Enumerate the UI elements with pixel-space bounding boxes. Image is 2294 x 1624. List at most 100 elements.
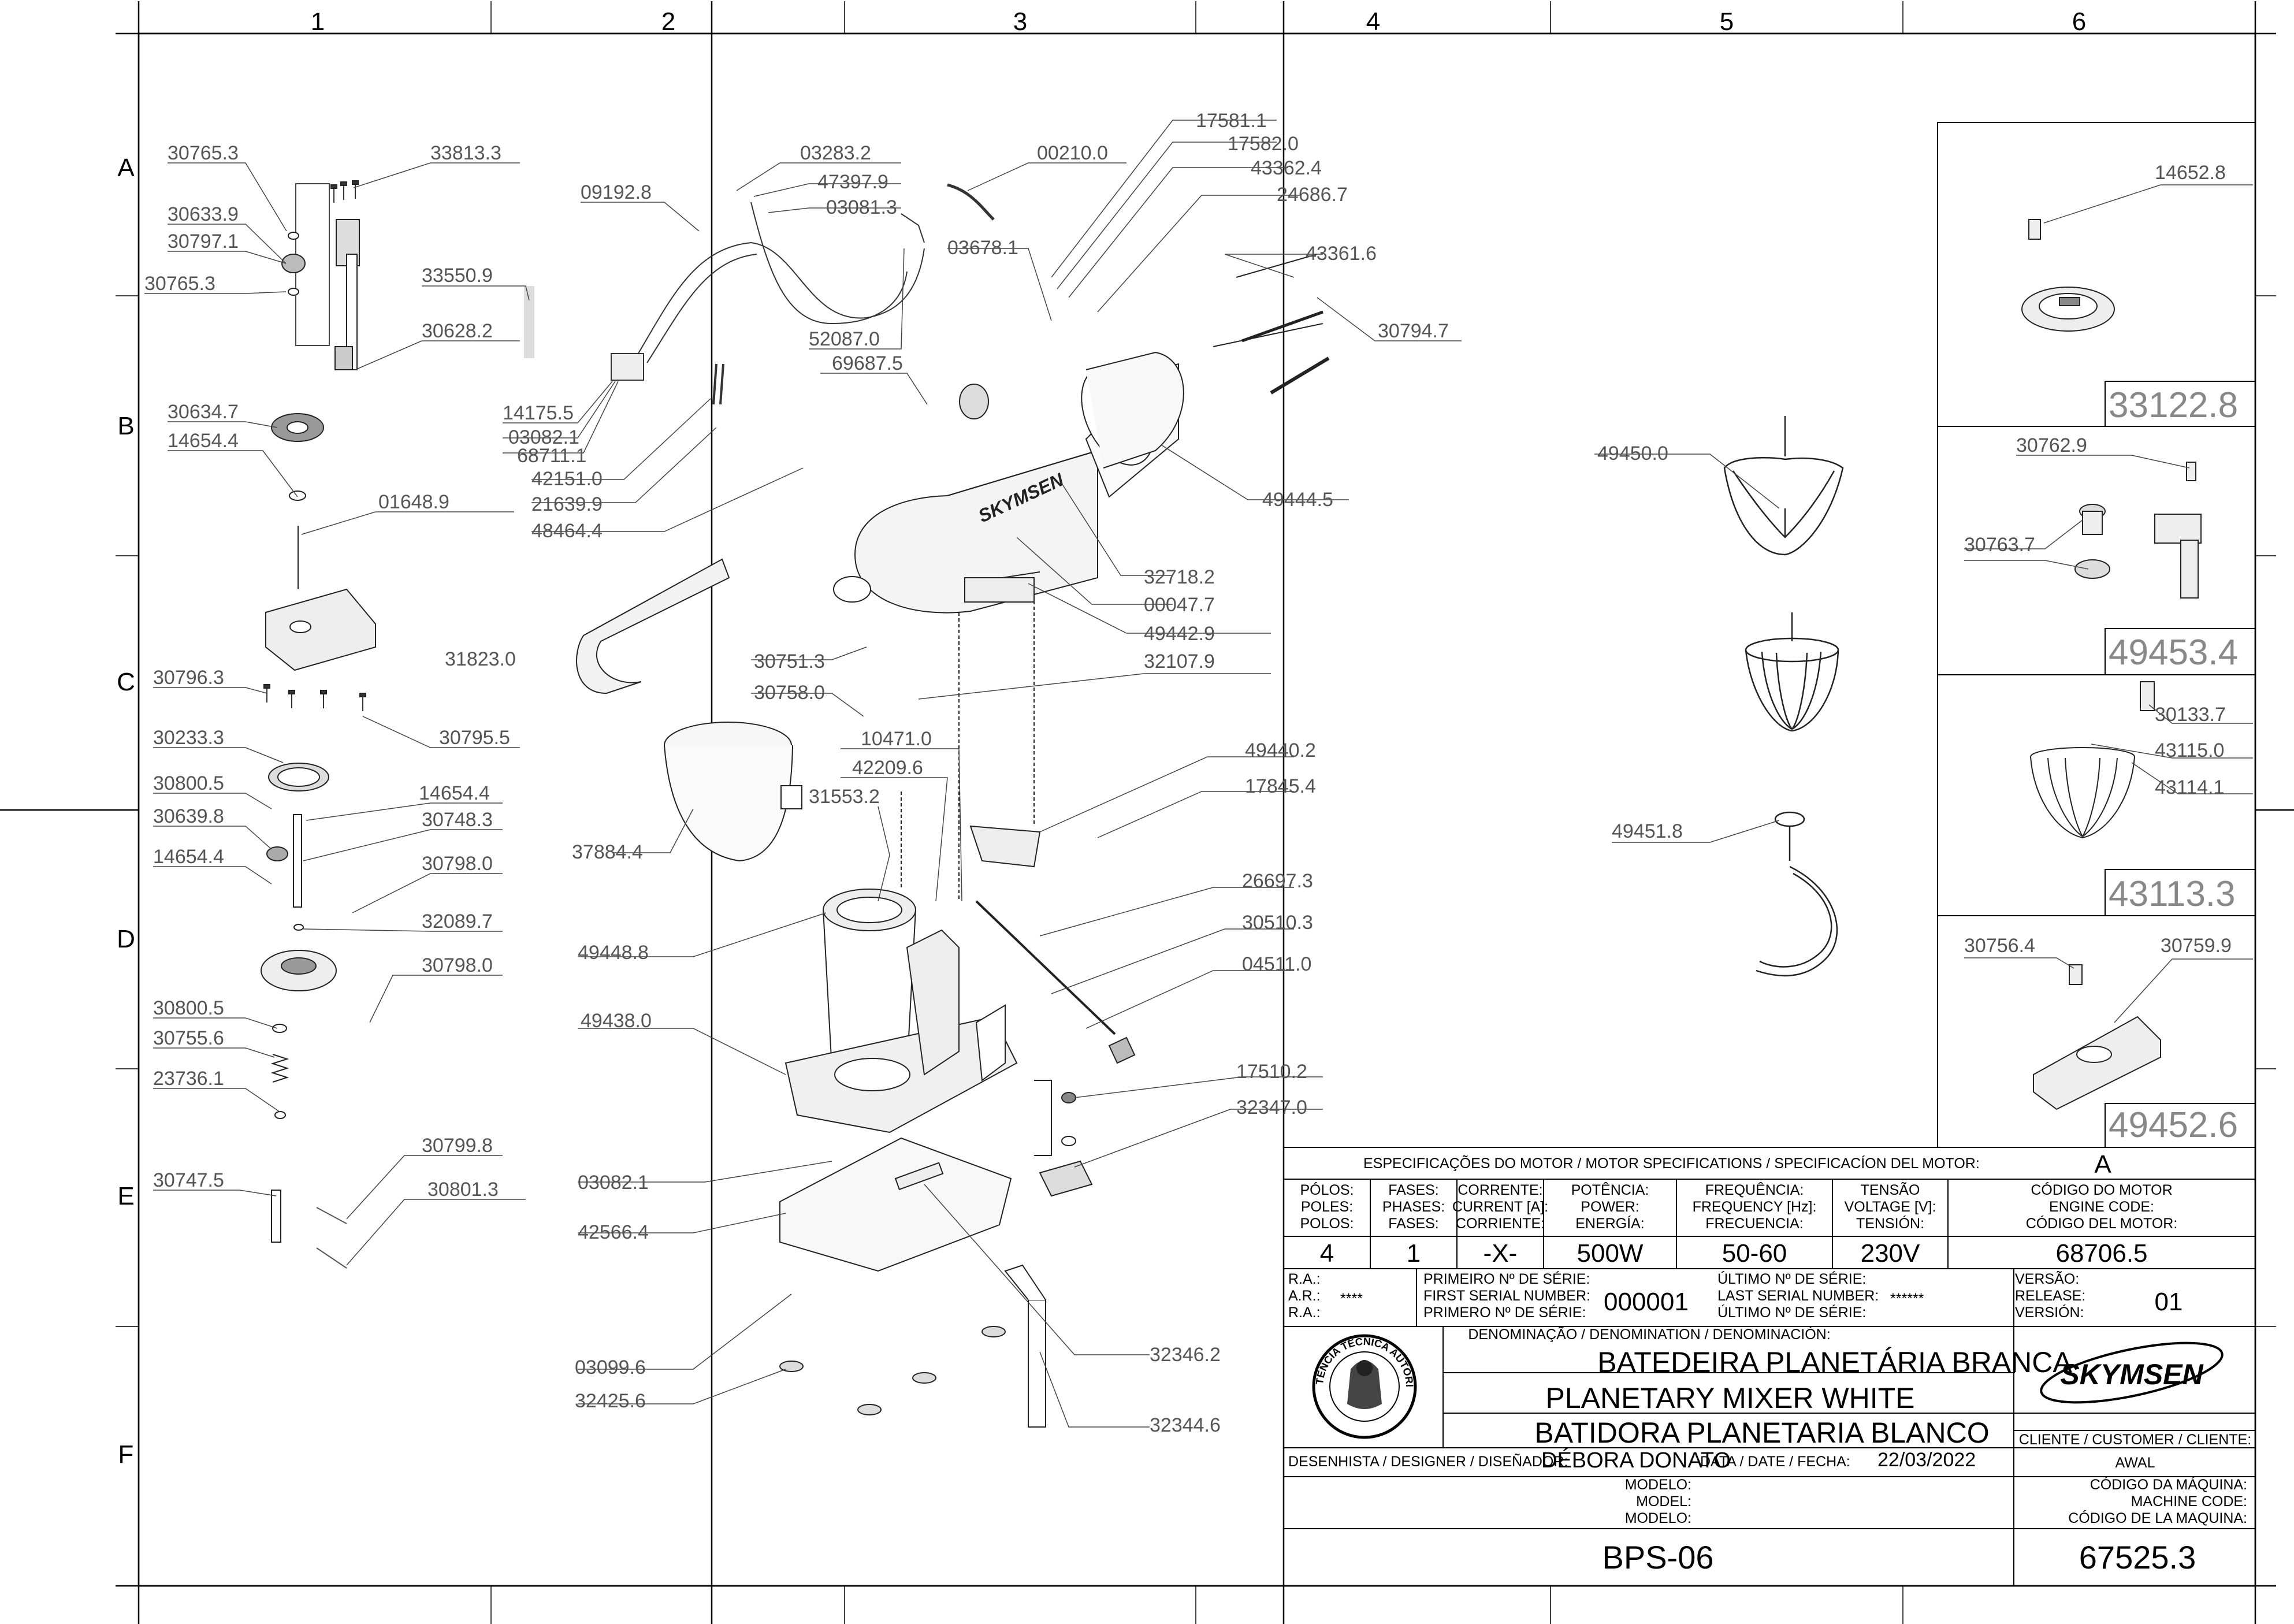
part-label: 43361.6 [1306, 243, 1377, 265]
version-label: VERSIÓN: [2015, 1304, 2084, 1321]
part-label: 31823.0 [445, 648, 516, 670]
part-label: 30800.5 [153, 997, 224, 1019]
part-label: 30747.5 [153, 1169, 224, 1191]
part-label: 30133.7 [2155, 704, 2226, 726]
engine-code-header: CÓDIGO DO MOTOR [2031, 1181, 2172, 1198]
part-label: 49444.5 [1262, 489, 1333, 511]
part-label: 14654.4 [153, 846, 224, 868]
ra-label: R.A.: [1288, 1305, 1321, 1321]
part-label: 17510.2 [1236, 1061, 1307, 1083]
designer-value: DÉBORA DONATO [1541, 1448, 1731, 1473]
part-label: 30799.8 [422, 1135, 493, 1157]
part-label: 14175.5 [503, 402, 574, 424]
part-label: 30765.3 [168, 142, 239, 164]
inset-codes: 33122.8 49453.4 43113.3 49452.6 [2109, 385, 2238, 1145]
current-header: CURRENT [A]: [1452, 1199, 1548, 1215]
part-label: 49450.0 [1597, 443, 1668, 464]
part-label: 03081.3 [826, 196, 897, 218]
name-es: BATIDORA PLANETARIA BLANCO [1534, 1417, 1989, 1449]
part-label: 24686.7 [1277, 184, 1348, 206]
part-label: 30763.7 [1964, 534, 2035, 556]
version-value: 01 [2155, 1288, 2183, 1316]
voltage-header: TENSÃO [1861, 1181, 1920, 1198]
poles-header: POLOS: [1300, 1216, 1354, 1232]
grid-col-4: 4 [1366, 8, 1380, 36]
grid-row-a: A [117, 154, 135, 182]
first-serial-label: PRIMEIRO Nº DE SÉRIE: [1423, 1270, 1590, 1287]
date-label: DATA / DATE / FECHA: [1700, 1454, 1850, 1470]
part-label: 42209.6 [852, 757, 923, 779]
grid-row-c: C [117, 668, 135, 696]
engine-code-header: CÓDIGO DEL MOTOR: [2026, 1215, 2178, 1232]
part-label: 37884.4 [572, 841, 643, 863]
last-serial-label: ÚLTIMO Nº DE SÉRIE: [1717, 1270, 1866, 1287]
grid-col-2: 2 [661, 8, 675, 36]
inset-code-2: 49453.4 [2109, 633, 2238, 672]
part-label: 30751.3 [754, 651, 825, 672]
part-label: 30628.2 [422, 320, 493, 342]
part-label: 43362.4 [1251, 157, 1322, 179]
first-serial-label: PRIMERO Nº DE SÉRIE: [1423, 1304, 1586, 1321]
part-label: 32107.9 [1144, 651, 1215, 672]
machine-code-label: MACHINE CODE: [2131, 1493, 2247, 1510]
part-label: 30755.6 [153, 1027, 224, 1049]
part-label: 14654.4 [168, 430, 239, 452]
part-label: 30797.1 [168, 231, 239, 252]
part-label: 03082.1 [508, 426, 579, 448]
part-label: 33550.9 [422, 265, 493, 287]
leader-lines [144, 120, 2253, 1427]
designer-label: DESENHISTA / DESIGNER / DISEÑADOR: [1288, 1453, 1568, 1470]
denomination-label: DENOMINAÇÃO / DENOMINATION / DENOMINACIÓ… [1468, 1326, 1830, 1343]
part-labels: 30765.3 33813.3 30633.9 30797.1 30765.3 … [144, 110, 2232, 1436]
part-label: 30762.9 [2016, 434, 2087, 456]
machine-code-label: CÓDIGO DA MÁQUINA: [2090, 1476, 2247, 1493]
motor-spec-label: ESPECIFICAÇÕES DO MOTOR / MOTOR SPECIFIC… [1363, 1155, 1980, 1172]
model-label: MODEL: [1636, 1493, 1691, 1510]
version-label: VERSÃO: [2015, 1270, 2079, 1287]
power-header: ENERGÍA: [1575, 1215, 1644, 1232]
skymsen-logo: SKYMSEN [2036, 1331, 2227, 1415]
ra-label: R.A.: [1288, 1271, 1321, 1287]
part-label: 03082.1 [578, 1172, 649, 1194]
part-label: 30633.9 [168, 203, 239, 225]
customer-label: CLIENTE / CUSTOMER / CLIENTE: [2019, 1432, 2251, 1448]
frequency-header: FRECUENCIA: [1705, 1216, 1803, 1232]
part-label: 32089.7 [422, 911, 493, 932]
part-label: 30748.3 [422, 809, 493, 831]
part-label: 30801.3 [427, 1179, 499, 1201]
part-label: 48464.4 [531, 520, 603, 542]
part-label: 03283.2 [800, 142, 871, 164]
part-label: 42566.4 [578, 1221, 649, 1243]
first-serial-label: FIRST SERIAL NUMBER: [1423, 1288, 1590, 1304]
voltage-header: VOLTAGE [V]: [1845, 1199, 1936, 1215]
frequency-header: FREQUENCY [Hz]: [1693, 1199, 1817, 1215]
inset-drawings [2022, 220, 2201, 1109]
power-header: POTÊNCIA: [1571, 1181, 1649, 1198]
part-label: 30634.7 [168, 401, 239, 423]
part-label: 32718.2 [1144, 566, 1215, 588]
part-label: 30794.7 [1378, 320, 1449, 342]
part-label: 00047.7 [1144, 594, 1215, 616]
ra-label: A.R.: [1288, 1288, 1321, 1304]
bowl-and-base [577, 559, 1135, 1427]
power-header: POWER: [1581, 1199, 1639, 1215]
grid-col-5: 5 [1720, 8, 1734, 36]
grid-col-3: 3 [1013, 8, 1027, 36]
part-label: 14654.4 [419, 782, 490, 804]
part-label: 17582.0 [1228, 133, 1299, 155]
part-label: 43115.0 [2155, 739, 2224, 761]
first-serial-value: 000001 [1604, 1288, 1689, 1316]
part-label: 17581.1 [1196, 110, 1267, 132]
motor-spec-value: A [2094, 1150, 2111, 1179]
part-label: 03678.1 [947, 237, 1018, 259]
name-en: PLANETARY MIXER WHITE [1545, 1382, 1914, 1414]
part-label: 52087.0 [809, 328, 880, 350]
power-value: 500W [1577, 1239, 1644, 1268]
inset-code-4: 49452.6 [2109, 1105, 2238, 1145]
part-label: 30796.3 [153, 667, 224, 689]
part-label: 30233.3 [153, 727, 224, 749]
poles-header: POLES: [1301, 1199, 1353, 1215]
part-label: 30510.3 [1242, 912, 1313, 934]
part-label: 03099.6 [575, 1357, 646, 1378]
